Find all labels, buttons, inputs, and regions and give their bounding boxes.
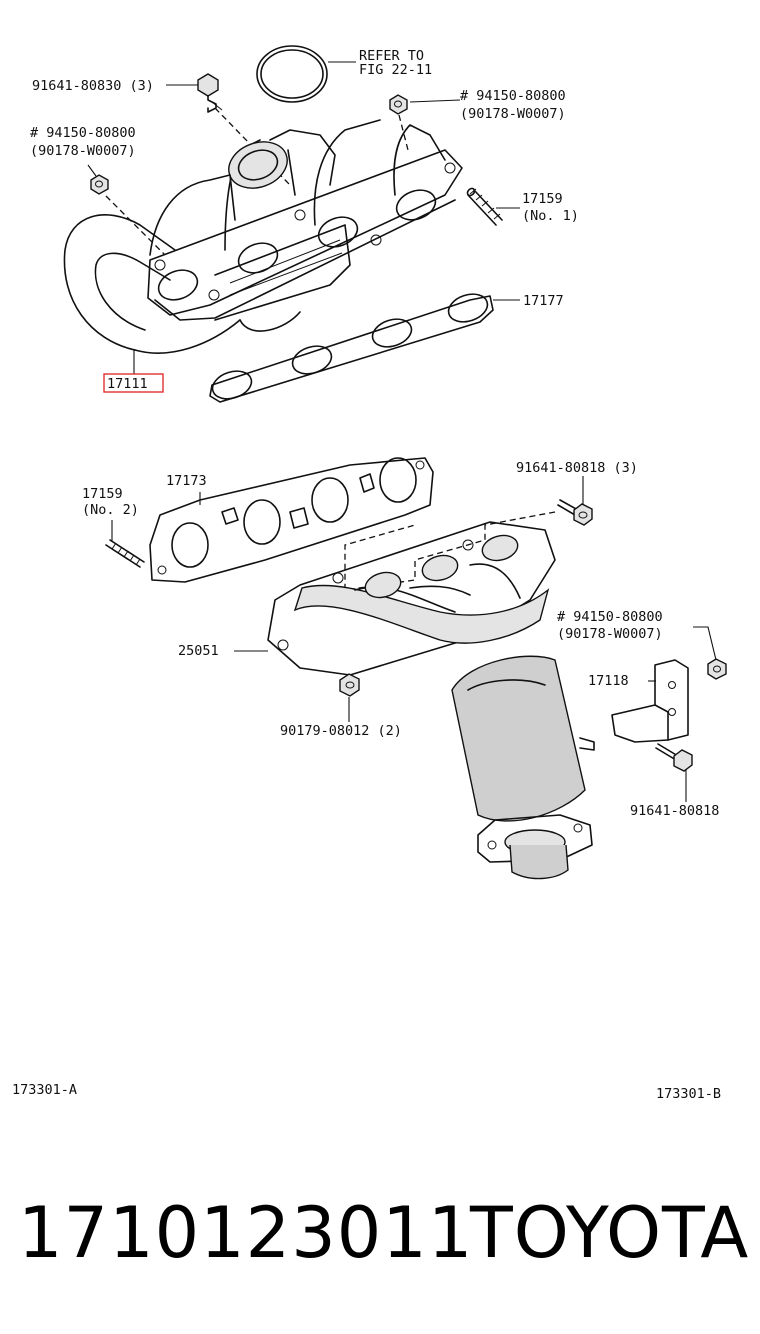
label-line: FIG 22-11: [359, 62, 432, 78]
nut-top-right-icon: [389, 94, 408, 115]
label-gasket-17173: 17173: [166, 473, 207, 489]
label-nut-mid-right: # 94150-80800(90178-W0007): [557, 609, 663, 642]
label-bracket-17118: 17118: [588, 673, 629, 689]
exhaust-manifold-with-converter: [267, 521, 595, 880]
label-stud-17159-no1: 17159(No. 1): [522, 191, 579, 224]
label-gasket-17177: 17177: [523, 293, 564, 309]
label-line: (90178-W0007): [460, 106, 566, 122]
highlight-box-17111: [103, 373, 164, 393]
label-gasket-25051: 25051: [178, 643, 219, 659]
bolt-bottom-91641-80818-icon: [655, 743, 693, 772]
label-line: (No. 2): [82, 502, 139, 518]
label-stud-17159-no2: 17159(No. 2): [82, 486, 139, 518]
label-code-left: 173301-A: [12, 1082, 77, 1098]
bolt-91641-80830-icon: [197, 73, 223, 113]
label-line: 17159: [82, 486, 123, 502]
footer-brand: TOYOTA: [470, 1192, 750, 1274]
label-line: # 94150-80800: [460, 88, 566, 104]
nut-top-left-icon: [90, 174, 109, 195]
gasket-17177: [209, 293, 494, 403]
label-manifold-17111: 17111: [107, 376, 148, 392]
label-nut-90179-08012: 90179-08012 (2): [280, 723, 402, 739]
nut-90179-08012-icon: [339, 673, 360, 697]
leader-lines: [87, 61, 717, 802]
label-line: 17159: [522, 191, 563, 207]
bolt-91641-80818-icon: [557, 499, 593, 526]
label-line: # 94150-80800: [557, 609, 663, 625]
label-bolt-91641-80818-mid: 91641-80818 (3): [516, 460, 638, 476]
label-nut-top-right: # 94150-80800 (90178-W0007): [460, 88, 566, 122]
exhaust-manifold-17111: [63, 119, 463, 354]
label-line: (No. 1): [522, 208, 579, 224]
label-code-right: 173301-B: [656, 1086, 721, 1102]
label-line: # 94150-80800: [30, 125, 136, 141]
nut-mid-right-icon: [707, 658, 727, 680]
label-line: (90178-W0007): [557, 626, 663, 642]
bracket-17118: [611, 659, 689, 743]
label-bolt-91641-80830: 91641-80830 (3): [32, 78, 154, 94]
stud-17159-no1-icon: [466, 187, 503, 226]
stud-17159-no2-icon: [105, 539, 145, 568]
o-ring: [256, 45, 328, 103]
footer-part-number: 1710123011: [18, 1192, 474, 1274]
label-line: REFER TO: [359, 48, 424, 64]
label-bolt-91641-80818-bottom: 91641-80818: [630, 803, 719, 819]
label-line: (90178-W0007): [30, 143, 136, 159]
gasket-17173: [149, 457, 434, 583]
label-nut-top-left: # 94150-80800 (90178-W0007): [30, 125, 136, 159]
